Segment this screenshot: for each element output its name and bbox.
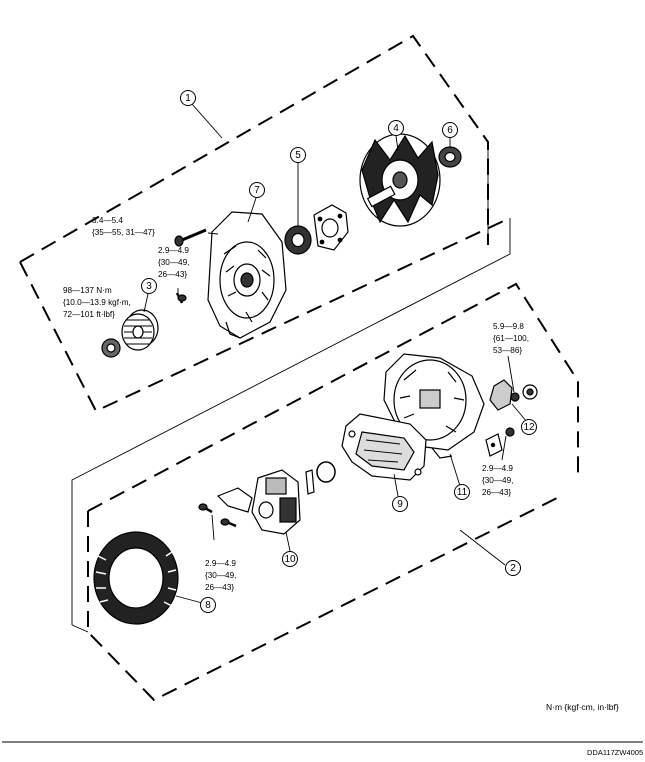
callout-7: 7 bbox=[249, 182, 265, 198]
callout-4-label: 4 bbox=[393, 123, 399, 134]
housing-screw bbox=[175, 292, 187, 304]
terminal-bracket bbox=[485, 427, 515, 457]
through-bolt bbox=[174, 228, 207, 247]
callout-11-label: 11 bbox=[457, 487, 468, 498]
torque-spec-line: 53—86} bbox=[493, 346, 522, 355]
torque-spec-line: 26—43} bbox=[482, 488, 511, 497]
snap-ring bbox=[316, 461, 336, 483]
bearing-retainer-plate bbox=[313, 204, 349, 251]
callout-8: 8 bbox=[200, 597, 216, 613]
torque-spec-rear-bracket: 2.9—4.9 {30—49, 26—43} bbox=[482, 464, 513, 497]
callout-5-label: 5 bbox=[295, 150, 301, 161]
torque-spec-line: 3.4—5.4 bbox=[92, 216, 123, 225]
front-housing-part-7 bbox=[207, 211, 287, 339]
torque-spec-pulley-nut: 98—137 N·m {10.0—13.9 kgf·m, 72—101 ft·l… bbox=[63, 286, 131, 319]
callout-1: 1 bbox=[180, 90, 196, 106]
assembly-leader-lines bbox=[71, 142, 511, 633]
callout-9-label: 9 bbox=[397, 499, 403, 510]
callout-6-label: 6 bbox=[447, 125, 453, 136]
callout-7-label: 7 bbox=[254, 185, 260, 196]
torque-spec-line: 2.9—4.9 bbox=[158, 246, 189, 255]
units-note: N·m {kgf·cm, in·lbf} bbox=[546, 702, 619, 712]
regulator-bracket bbox=[216, 487, 253, 513]
callout-6: 6 bbox=[442, 122, 458, 138]
rotor-part-4 bbox=[359, 133, 441, 227]
torque-spec-line: 72—101 ft·lbf} bbox=[63, 310, 115, 319]
callout-3-label: 3 bbox=[146, 281, 152, 292]
pulley-nut bbox=[101, 338, 121, 358]
torque-spec-line: {10.0—13.9 kgf·m, bbox=[63, 298, 131, 307]
callout-2-label: 2 bbox=[510, 563, 516, 574]
callout-12-label: 12 bbox=[523, 422, 535, 433]
callout-leaders bbox=[143, 103, 528, 605]
callout-11: 11 bbox=[454, 484, 470, 500]
torque-spec-line: 26—43} bbox=[158, 270, 187, 279]
figure-code: DDA117ZW4005 bbox=[587, 748, 643, 757]
rectifier-part-9 bbox=[341, 413, 427, 481]
callout-8-label: 8 bbox=[205, 600, 211, 611]
regulator-screws bbox=[198, 503, 237, 528]
torque-spec-line: {30—49, bbox=[482, 476, 513, 485]
torque-spec-terminal-nut: 5.9—9.8 {61—100, 53—86} bbox=[493, 322, 529, 355]
callout-12: 12 bbox=[521, 419, 537, 435]
terminal-part-12 bbox=[489, 379, 538, 411]
group-2-boundary bbox=[87, 282, 579, 702]
torque-spec-regulator-screws: 2.9—4.9 {30—49, 26—43} bbox=[205, 559, 236, 592]
torque-spec-line: {30—49, bbox=[158, 258, 189, 267]
stator-part-8 bbox=[93, 531, 179, 625]
torque-spec-line: 2.9—4.9 bbox=[205, 559, 236, 568]
torque-spec-line: 5.9—9.8 bbox=[493, 322, 524, 331]
regulator-part-10 bbox=[251, 469, 301, 535]
callout-3: 3 bbox=[141, 278, 157, 294]
torque-spec-line: {30—49, bbox=[205, 571, 236, 580]
callout-10: 10 bbox=[282, 551, 298, 567]
torque-spec-line: 26—43} bbox=[205, 583, 234, 592]
torque-spec-through-bolt: 3.4—5.4 {35—55, 31—47} bbox=[92, 216, 155, 237]
callout-9: 9 bbox=[392, 496, 408, 512]
callout-1-label: 1 bbox=[185, 93, 191, 104]
bearing-part-6 bbox=[438, 146, 462, 168]
bearing-part-5 bbox=[284, 225, 312, 255]
torque-spec-line: 98—137 N·m bbox=[63, 286, 112, 295]
callout-5: 5 bbox=[290, 147, 306, 163]
brush-spring bbox=[305, 469, 315, 495]
torque-spec-line: {61—100, bbox=[493, 334, 529, 343]
pulley-part-3 bbox=[121, 309, 159, 351]
torque-spec-line: 2.9—4.9 bbox=[482, 464, 513, 473]
callout-4: 4 bbox=[388, 120, 404, 136]
torque-spec-front-screw: 2.9—4.9 {30—49, 26—43} bbox=[158, 246, 189, 279]
callout-10-label: 10 bbox=[284, 554, 296, 565]
callout-2: 2 bbox=[505, 560, 521, 576]
torque-spec-line: {35—55, 31—47} bbox=[92, 228, 155, 237]
